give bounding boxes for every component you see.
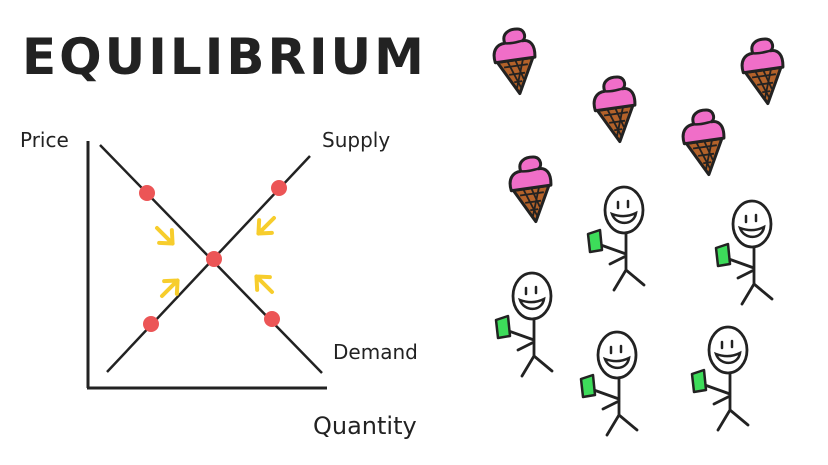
axes [86,141,327,390]
demand-label: Demand [333,340,418,364]
x-axis-label: Quantity [313,412,417,440]
data-points [139,180,287,332]
page-title: EQUILIBRIUM [22,28,427,86]
y-axis-label: Price [20,128,69,152]
stick-figure-icons [494,185,774,437]
supply-label: Supply [322,128,391,152]
